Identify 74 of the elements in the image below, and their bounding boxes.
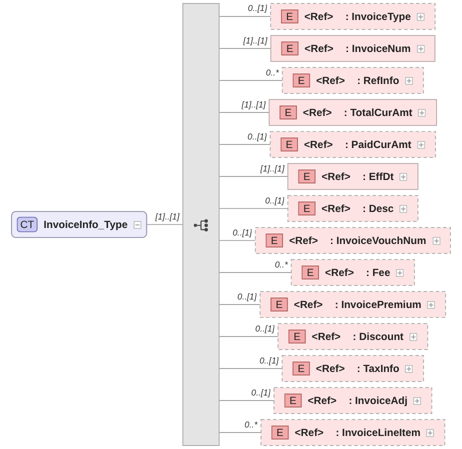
connector-line bbox=[218, 240, 256, 241]
element-tag: E bbox=[271, 426, 289, 440]
connector-line bbox=[218, 336, 278, 337]
element-name: : InvoicePremium bbox=[334, 298, 422, 311]
ref-label: <Ref> bbox=[316, 362, 345, 375]
connector-line bbox=[218, 368, 283, 369]
multiplicity-label: 0..[1] bbox=[255, 323, 275, 336]
element-name: : InvoiceType bbox=[345, 10, 411, 22]
ref-label: <Ref> bbox=[302, 106, 332, 119]
ref-label: <Ref> bbox=[304, 42, 334, 54]
multiplicity-label: [1]..[1] bbox=[260, 163, 284, 176]
element-tag: E bbox=[292, 362, 310, 376]
element-tag: E bbox=[298, 202, 316, 216]
multiplicity-label: 0..[1] bbox=[237, 291, 257, 304]
multiplicity-label: 0..[1] bbox=[265, 195, 284, 208]
element-name: : PaidCurAmt bbox=[344, 138, 412, 151]
connector-line bbox=[218, 144, 271, 145]
connector-line bbox=[218, 272, 292, 273]
ref-label: <Ref> bbox=[289, 234, 318, 247]
element-tag: E bbox=[284, 394, 302, 408]
ref-label: <Ref> bbox=[312, 330, 341, 343]
ref-label: <Ref> bbox=[325, 266, 354, 279]
element-name: : RefInfo bbox=[357, 74, 400, 87]
element-name: : Desc bbox=[362, 202, 394, 215]
element-tag: E bbox=[281, 42, 298, 56]
ref-label: <Ref> bbox=[294, 298, 323, 311]
element-tag: E bbox=[266, 234, 284, 248]
multiplicity-label: 0..* bbox=[274, 259, 288, 272]
ref-label: <Ref> bbox=[316, 74, 345, 87]
element-tag: E bbox=[280, 106, 297, 120]
element-tag: E bbox=[288, 330, 306, 344]
multiplicity-label: 0..[1] bbox=[259, 355, 279, 368]
connector-line bbox=[218, 208, 288, 209]
type-name: InvoiceInfo_Type bbox=[44, 218, 128, 231]
element-name: : Fee bbox=[366, 266, 390, 279]
ref-label: <Ref> bbox=[294, 426, 324, 439]
ref-label: <Ref> bbox=[304, 138, 333, 151]
element-tag: E bbox=[270, 298, 288, 312]
element-name: : InvoiceAdj bbox=[348, 394, 408, 407]
multiplicity-label: 0..* bbox=[266, 67, 279, 80]
connector-line bbox=[146, 224, 184, 225]
multiplicity-label: 0..[1] bbox=[248, 131, 267, 144]
element-name: : Discount bbox=[352, 330, 404, 343]
element-name: : TotalCurAmt bbox=[344, 106, 412, 119]
element-tag: E bbox=[298, 170, 316, 184]
ref-label: <Ref> bbox=[322, 170, 350, 183]
multiplicity-label: [1]..[1] bbox=[243, 35, 268, 48]
element-tag: E bbox=[302, 266, 319, 280]
element-name: : TaxInfo bbox=[356, 362, 400, 375]
complex-type-tag: CT bbox=[16, 216, 38, 232]
multiplicity-label: [1]..[1] bbox=[155, 211, 180, 224]
connector-line bbox=[218, 48, 272, 49]
connector-line bbox=[218, 432, 262, 433]
element-name: : InvoiceLineItem bbox=[336, 426, 421, 439]
element-tag: E bbox=[280, 138, 298, 152]
multiplicity-label: 0..[1] bbox=[251, 387, 270, 400]
multiplicity-label: 0..[1] bbox=[248, 3, 268, 16]
element-name: : EffDt bbox=[362, 170, 394, 183]
connector-line bbox=[218, 176, 288, 177]
element-tag: E bbox=[281, 10, 298, 24]
connector-line bbox=[218, 80, 283, 81]
ref-label: <Ref> bbox=[308, 394, 337, 407]
connector-line bbox=[218, 304, 261, 305]
ref-label: <Ref> bbox=[322, 202, 350, 215]
ref-label: <Ref> bbox=[304, 10, 334, 22]
multiplicity-label: 0..* bbox=[244, 419, 258, 432]
connector-line bbox=[218, 400, 274, 401]
element-name: : InvoiceVouchNum bbox=[330, 234, 426, 247]
multiplicity-label: 0..[1] bbox=[232, 227, 252, 240]
element-tag: E bbox=[292, 74, 310, 88]
connector-line bbox=[218, 112, 270, 113]
connector-line bbox=[218, 16, 272, 17]
element-name: : InvoiceNum bbox=[346, 42, 411, 54]
multiplicity-label: [1]..[1] bbox=[242, 99, 266, 112]
